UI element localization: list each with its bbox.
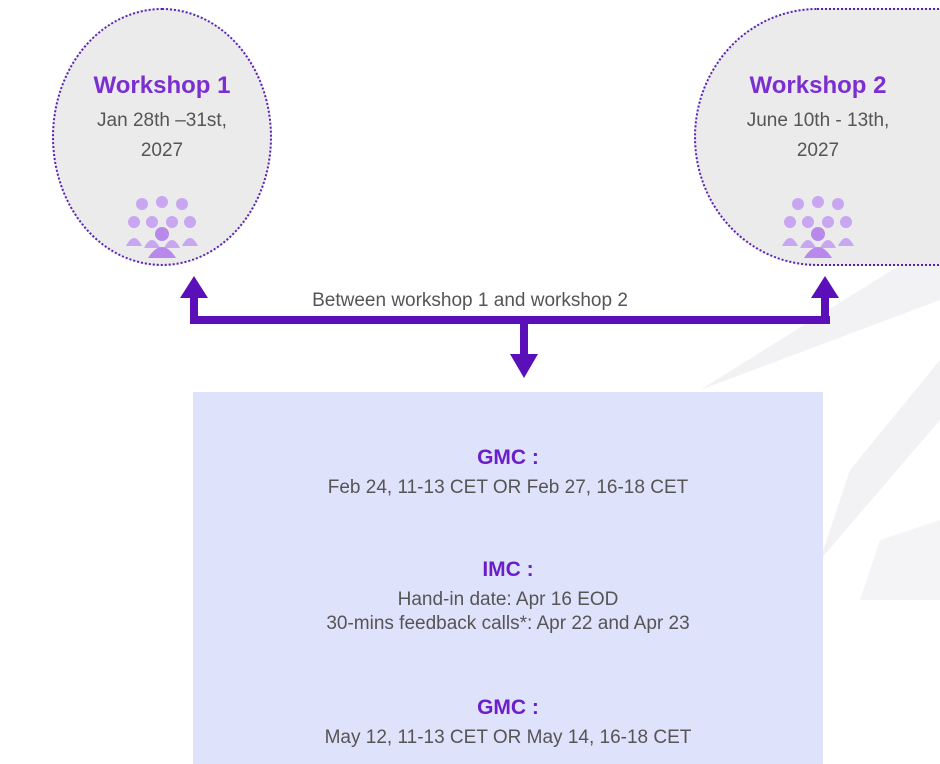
section-line: Feb 24, 11-13 CET OR Feb 27, 16-18 CET [327, 477, 689, 498]
schedule-section-gmc-1: GMC : Feb 24, 11-13 CET OR Feb 27, 16-18… [193, 446, 823, 500]
connector-horizontal-line [190, 316, 830, 324]
section-title: GMC : [477, 696, 539, 719]
workshop-2-circle: Workshop 2 June 10th - 13th, 2027 [694, 8, 940, 266]
arrow-up-right-icon [811, 276, 839, 298]
section-title: GMC : [477, 446, 539, 469]
arrow-down-icon [510, 354, 538, 378]
section-line: May 12, 11-13 CET OR May 14, 16-18 CET [324, 727, 692, 748]
schedule-section-gmc-2: GMC : May 12, 11-13 CET OR May 14, 16-18… [193, 696, 823, 750]
workshop-1-circle: Workshop 1 Jan 28th –31st, 2027 [52, 8, 272, 266]
section-line: Hand-in date: Apr 16 EOD [397, 589, 619, 610]
workshop-1-date: Jan 28th –31st, 2027 [54, 106, 270, 166]
people-group-icon [782, 196, 854, 258]
section-line: 30-mins feedback calls*: Apr 22 and Apr … [326, 613, 690, 634]
workshop-1-date-line1: Jan 28th –31st, [97, 110, 227, 131]
workshop-2-title: Workshop 2 [749, 72, 887, 99]
workshop-2-date-line1: June 10th - 13th, [746, 110, 890, 131]
connector-center-stem [520, 320, 528, 356]
workshop-2-date: June 10th - 13th, 2027 [696, 106, 940, 166]
arrow-up-left-icon [180, 276, 208, 298]
people-group-icon [126, 196, 198, 258]
connector-label: Between workshop 1 and workshop 2 [312, 290, 628, 311]
workshop-1-title: Workshop 1 [93, 72, 231, 99]
workshop-2-date-line2: 2027 [796, 140, 840, 161]
schedule-box: GMC : Feb 24, 11-13 CET OR Feb 27, 16-18… [193, 392, 823, 764]
connector-left-stem [190, 294, 198, 324]
section-title: IMC : [482, 558, 534, 581]
schedule-section-imc: IMC : Hand-in date: Apr 16 EOD 30-mins f… [193, 558, 823, 636]
connector-right-stem [821, 294, 829, 324]
workshop-1-date-line2: 2027 [140, 140, 184, 161]
